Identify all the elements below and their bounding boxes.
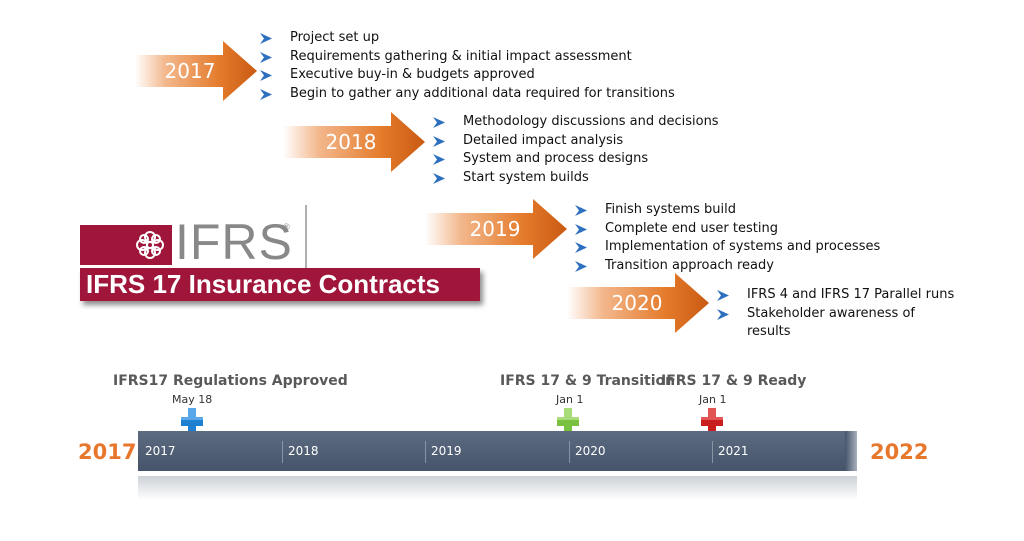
list-item: System and process designs bbox=[433, 150, 719, 169]
phase-arrow-2020: 2020 bbox=[567, 273, 709, 333]
phase-items-2017: Project set up Requirements gathering & … bbox=[260, 29, 675, 103]
list-item: Complete end user testing bbox=[575, 220, 880, 239]
arrow-shape bbox=[135, 41, 257, 101]
arrow-shape bbox=[425, 199, 567, 259]
phase-year: 2020 bbox=[611, 291, 663, 315]
arrowhead-bullet-icon bbox=[433, 154, 445, 165]
timeline-year: 2017 bbox=[145, 444, 176, 458]
phase-arrow-2018: 2018 bbox=[283, 112, 425, 172]
red-cross-marker-icon bbox=[701, 408, 723, 438]
timeline-bar bbox=[138, 431, 857, 471]
arrowhead-bullet-icon bbox=[575, 260, 587, 272]
timeline-end-year: 2022 bbox=[870, 440, 929, 464]
arrowhead-bullet-icon bbox=[433, 135, 445, 147]
arrowhead-bullet-icon bbox=[260, 51, 272, 63]
arrowhead-bullet-icon bbox=[260, 88, 272, 100]
event-title-regulations: IFRS17 Regulations Approved bbox=[113, 373, 348, 389]
phase-items-2019: Finish systems build Complete end user t… bbox=[575, 201, 880, 275]
phase-items-2018: Methodology discussions and decisions De… bbox=[433, 113, 719, 187]
arrowhead-bullet-icon bbox=[575, 205, 587, 216]
event-title-ready: IFRS 17 & 9 Ready bbox=[661, 373, 807, 389]
arrow-shape bbox=[567, 273, 709, 333]
timeline-year: 2019 bbox=[431, 444, 462, 458]
arrowhead-bullet-icon bbox=[575, 223, 587, 235]
list-item: Begin to gather any additional data requ… bbox=[260, 85, 675, 104]
ifrs-flower-icon bbox=[136, 231, 164, 259]
phase-arrow-2019: 2019 bbox=[425, 199, 567, 259]
event-date-ready: Jan 1 bbox=[699, 393, 727, 406]
list-item: Requirements gathering & initial impact … bbox=[260, 48, 675, 67]
phase-year: 2017 bbox=[164, 59, 216, 83]
timeline-year: 2021 bbox=[718, 444, 749, 458]
phase-year: 2018 bbox=[325, 130, 377, 154]
arrowhead-bullet-icon bbox=[717, 290, 729, 301]
list-item: Project set up bbox=[260, 29, 675, 48]
timeline-bar-end bbox=[845, 431, 857, 471]
timeline-tick bbox=[282, 441, 283, 463]
arrowhead-bullet-icon bbox=[260, 33, 272, 44]
arrow-shape bbox=[283, 112, 425, 172]
list-item: Start system builds bbox=[433, 169, 719, 188]
arrowhead-bullet-icon bbox=[575, 242, 587, 253]
ifrs-logo-text: IFRS bbox=[175, 214, 293, 270]
arrowhead-bullet-icon bbox=[433, 117, 445, 128]
event-date-transition: Jan 1 bbox=[556, 393, 584, 406]
arrowhead-bullet-icon bbox=[260, 70, 272, 81]
phase-arrow-2017: 2017 bbox=[135, 41, 257, 101]
banner-title: IFRS 17 Insurance Contracts bbox=[86, 269, 440, 299]
event-title-transition: IFRS 17 & 9 Transition bbox=[500, 373, 676, 389]
arrowhead-bullet-icon bbox=[433, 172, 445, 184]
list-item: Executive buy-in & budgets approved bbox=[260, 66, 675, 85]
ifrs-logo-emblem bbox=[80, 225, 172, 265]
timeline-start-year: 2017 bbox=[78, 440, 137, 464]
list-item: Transition approach ready bbox=[575, 257, 880, 276]
timeline-tick bbox=[712, 441, 713, 463]
ifrs17-banner: IFRS 17 Insurance Contracts bbox=[80, 268, 480, 301]
timeline-reflection bbox=[138, 476, 857, 500]
event-date-regulations: May 18 bbox=[172, 393, 213, 406]
list-item: Finish systems build bbox=[575, 201, 880, 220]
list-item: Detailed impact analysis bbox=[433, 132, 719, 151]
blue-cross-marker-icon bbox=[181, 408, 203, 438]
arrowhead-bullet-icon bbox=[717, 308, 729, 320]
phase-year: 2019 bbox=[469, 217, 521, 241]
registered-mark: ® bbox=[283, 222, 290, 232]
timeline-tick bbox=[425, 441, 426, 463]
phase-items-2020: IFRS 4 and IFRS 17 Parallel runs Stakeho… bbox=[717, 286, 967, 342]
timeline-tick bbox=[569, 441, 570, 463]
green-cross-marker-icon bbox=[557, 408, 579, 438]
timeline-year: 2018 bbox=[288, 444, 319, 458]
list-item: IFRS 4 and IFRS 17 Parallel runs bbox=[717, 286, 967, 305]
logo-divider bbox=[305, 205, 307, 273]
list-item: Stakeholder awareness of results bbox=[717, 305, 932, 342]
timeline-year: 2020 bbox=[575, 444, 606, 458]
list-item: Methodology discussions and decisions bbox=[433, 113, 719, 132]
list-item: Implementation of systems and processes bbox=[575, 238, 880, 257]
